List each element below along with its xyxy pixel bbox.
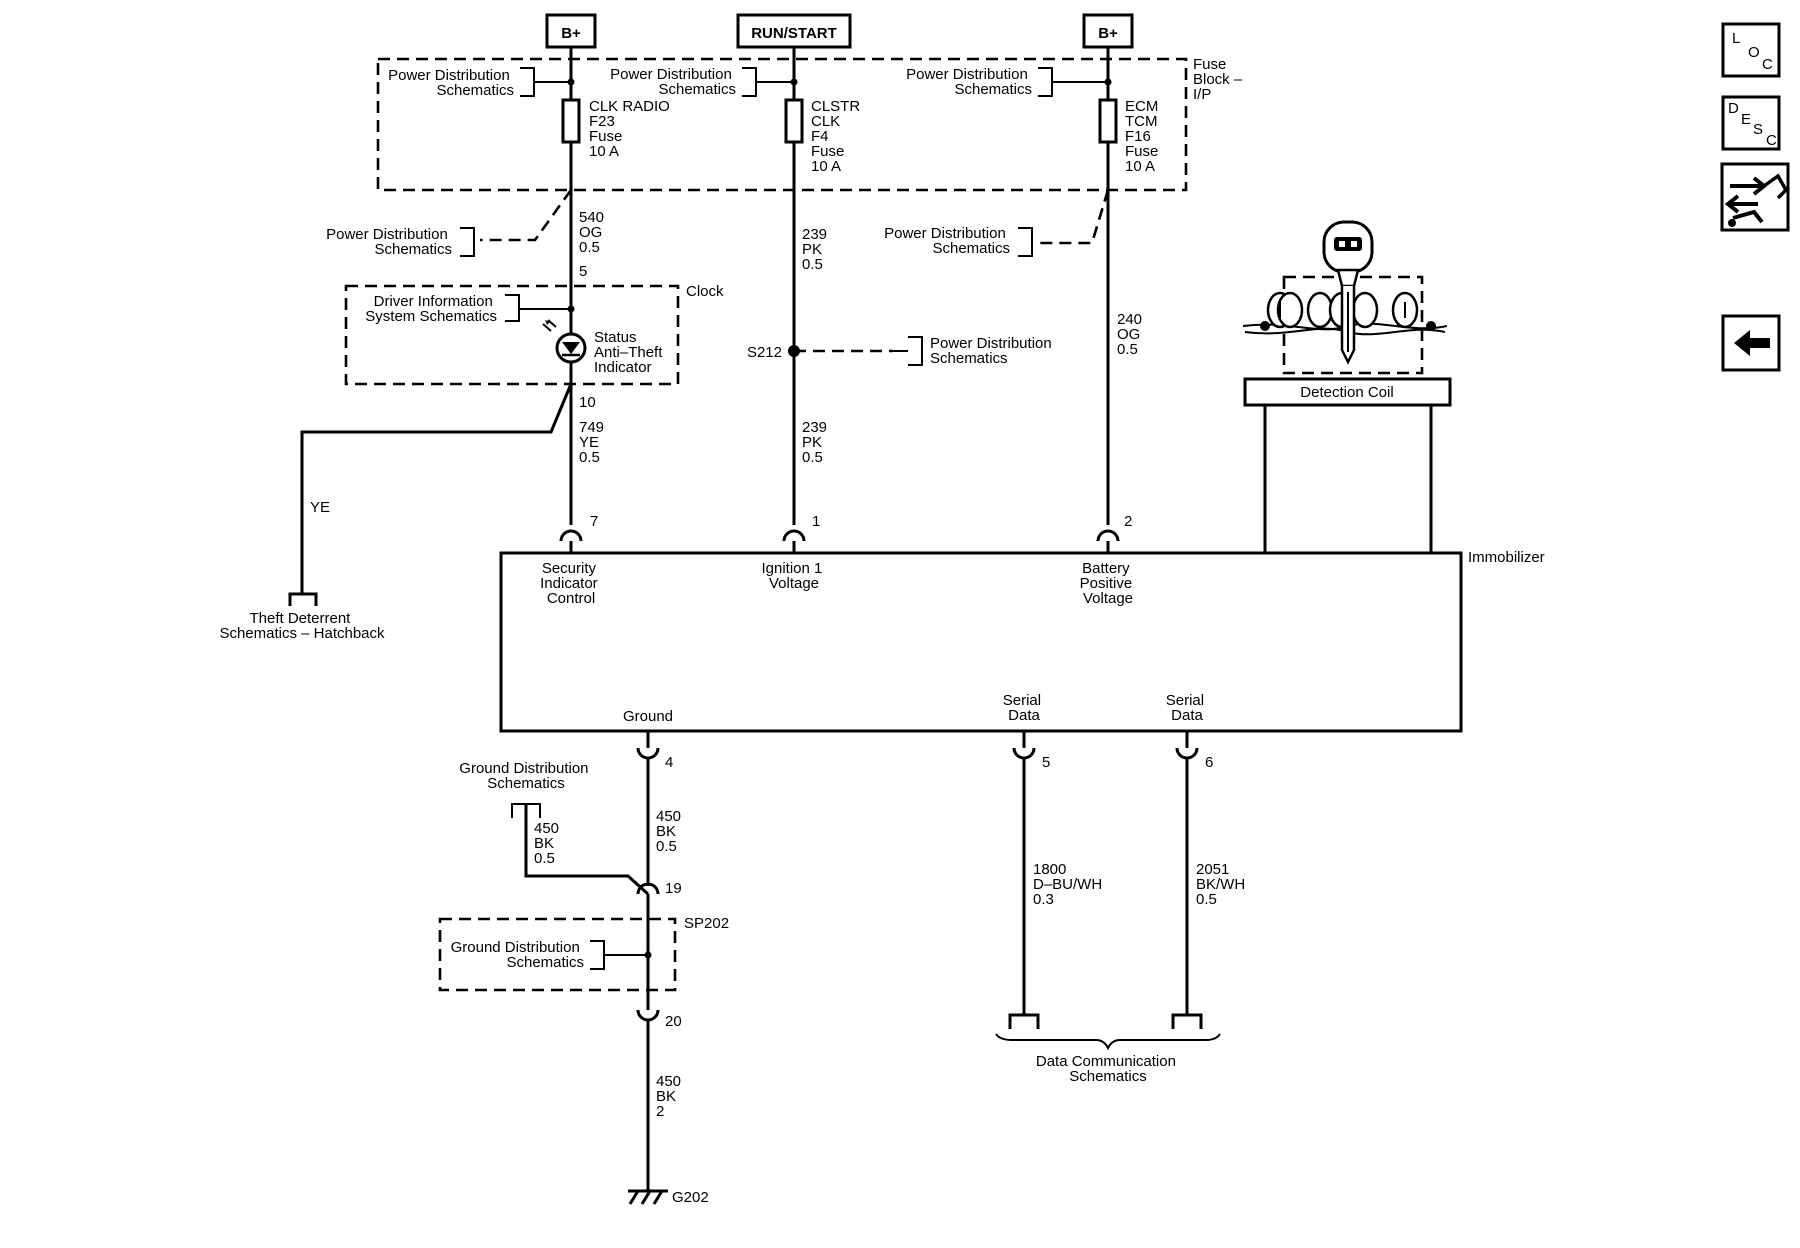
- connector-pin-5: [1012, 731, 1036, 760]
- clock-pin-5: 5: [579, 263, 587, 280]
- connector-pin-1: [782, 529, 806, 555]
- wire-450a-label: 450 BK 0.5: [656, 808, 685, 855]
- status-indicator-label: Status Anti–Theft Indicator: [594, 329, 667, 376]
- fuse-f16: [1098, 98, 1118, 144]
- immobilizer-ground-label: Ground: [623, 708, 673, 725]
- immobilizer-pin-1: 1: [812, 513, 820, 530]
- fuse-pd-ref-1: Power Distribution Schematics: [388, 67, 514, 99]
- fuse-block-label: Fuse Block – I/P: [1193, 56, 1246, 103]
- immobilizer-pin-7: 7: [590, 513, 598, 530]
- battery-voltage-label: Battery Positive Voltage: [1080, 560, 1137, 607]
- wire-239a-label: 239 PK 0.5: [802, 226, 831, 273]
- immobilizer-pin-5: 5: [1042, 754, 1050, 771]
- fuse-f23-label: CLK RADIO F23 Fuse 10 A: [589, 98, 674, 160]
- driver-info-ref: Driver Information System Schematics: [365, 293, 497, 325]
- back-arrow-icon: [1734, 330, 1770, 356]
- connector-pin-6: [1175, 731, 1199, 760]
- wire-239b-label: 239 PK 0.5: [802, 419, 831, 466]
- svg-text:E: E: [1741, 111, 1751, 128]
- coil-winding-icon: [1242, 291, 1448, 336]
- source-b-plus-left-label: B+: [561, 25, 581, 42]
- svg-text:D: D: [1728, 100, 1739, 117]
- ground-dist-ref-sp202: Ground Distribution Schematics: [451, 939, 584, 971]
- wire-240-label: 240 OG 0.5: [1117, 311, 1146, 358]
- ground-symbol-icon: [628, 1189, 668, 1205]
- security-indicator-control-label: Security Indicator Control: [540, 560, 602, 607]
- fuse-f4-label: CLSTR CLK F4 Fuse 10 A: [811, 98, 864, 175]
- clock-pin-10: 10: [579, 394, 596, 411]
- loc-button[interactable]: L O C: [1721, 22, 1781, 78]
- serial-data-a-label: Serial Data: [1003, 692, 1046, 724]
- immobilizer-pin-6: 6: [1205, 754, 1213, 771]
- splice-sp202-label: SP202: [684, 915, 729, 932]
- source-run-start: RUN/START: [736, 13, 852, 49]
- fuse-pd-ref-3: Power Distribution Schematics: [906, 66, 1032, 98]
- immobilizer-pin-2: 2: [1124, 513, 1132, 530]
- theft-deterrent-ref: Theft Deterrent Schematics – Hatchback: [219, 610, 385, 642]
- pd-ref-right: Power Distribution Schematics: [884, 225, 1010, 257]
- desc-button[interactable]: D E S C: [1721, 95, 1781, 151]
- svg-text:C: C: [1762, 56, 1773, 73]
- wire-540-label: 540 OG 0.5: [579, 209, 608, 256]
- fuse-f16-label: ECM TCM F16 Fuse 10 A: [1125, 98, 1163, 175]
- back-button[interactable]: [1721, 314, 1781, 372]
- pd-ref-middle: Power Distribution Schematics: [930, 335, 1056, 367]
- wire-2051-label: 2051 BK/WH 0.5: [1196, 861, 1249, 908]
- immobilizer-pin-4: 4: [665, 754, 673, 771]
- source-b-plus-left: B+: [545, 13, 597, 49]
- immobilizer-module: [499, 551, 1463, 733]
- ignition-voltage-label: Ignition 1 Voltage: [761, 560, 826, 592]
- immobilizer-label: Immobilizer: [1468, 549, 1545, 566]
- fuse-block-outline: [376, 57, 1188, 192]
- data-comm-brace: [995, 1033, 1221, 1051]
- source-run-start-label: RUN/START: [751, 25, 837, 42]
- fuse-pd-ref-2: Power Distribution Schematics: [610, 66, 736, 98]
- connector-pin-20: [636, 1009, 660, 1191]
- source-b-plus-right-label: B+: [1098, 25, 1118, 42]
- connector-view-icon[interactable]: [1720, 162, 1790, 232]
- data-comm-ref: Data Communication Schematics: [1036, 1053, 1180, 1085]
- wire-ye-label: YE: [310, 499, 330, 516]
- serial-data-b-label: Serial Data: [1166, 692, 1209, 724]
- connector-pin-7: [559, 529, 583, 555]
- ground-dist-ref-top: Ground Distribution Schematics: [459, 760, 592, 792]
- wire-1800-label: 1800 D–BU/WH 0.3: [1033, 861, 1106, 908]
- svg-text:S: S: [1753, 121, 1763, 138]
- svg-text:L: L: [1732, 30, 1740, 47]
- clock-outline: [344, 284, 680, 386]
- wire-450c-label: 450 BK 2: [656, 1073, 685, 1120]
- wire-749-label: 749 YE 0.5: [579, 419, 608, 466]
- wire-450b-label: 450 BK 0.5: [534, 820, 563, 867]
- sp202-outline: [438, 917, 677, 992]
- connector-pin-2: [1096, 529, 1120, 555]
- splice-s212-label: S212: [747, 344, 782, 361]
- fuse-f4: [784, 98, 804, 144]
- clock-label: Clock: [686, 283, 724, 300]
- connector-pin-4: [636, 731, 660, 760]
- connector-19-label: 19: [665, 880, 682, 897]
- detection-coil-label: Detection Coil: [1300, 384, 1393, 401]
- fuse-f23: [561, 98, 581, 144]
- key-icon: [1322, 220, 1374, 365]
- status-led-icon: [542, 319, 587, 364]
- pd-ref-left: Power Distribution Schematics: [326, 226, 452, 258]
- detection-coil: [1243, 377, 1452, 407]
- svg-text:C: C: [1766, 132, 1777, 149]
- connector-20-label: 20: [665, 1013, 682, 1030]
- svg-text:O: O: [1748, 44, 1760, 61]
- source-b-plus-right: B+: [1082, 13, 1134, 49]
- ground-g202-label: G202: [672, 1189, 709, 1206]
